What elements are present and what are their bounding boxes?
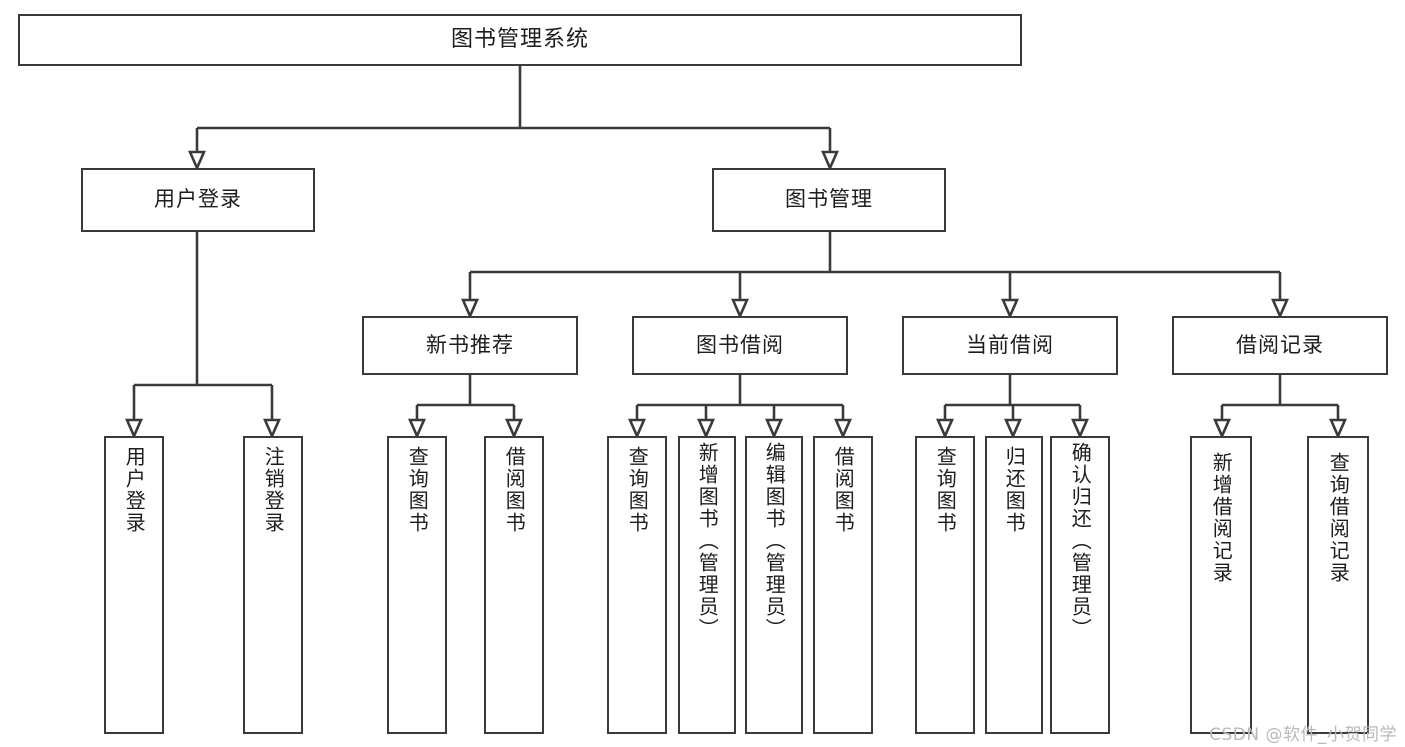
node-label: 当前借阅 <box>966 332 1054 357</box>
node-borrow-record[interactable]: 借阅记录 <box>1172 316 1388 375</box>
leaf-borrow-record-query-record[interactable]: 查询借阅记录 <box>1307 436 1369 734</box>
node-label: 查询图书 <box>405 446 430 534</box>
node-label: 查询图书 <box>625 446 650 534</box>
node-root-book-management-system[interactable]: 图书管理系统 <box>18 14 1022 66</box>
node-label: 新增借阅记录 <box>1209 452 1234 584</box>
leaf-user-login-login[interactable]: 用户登录 <box>104 436 164 734</box>
node-user-login[interactable]: 用户登录 <box>81 168 315 232</box>
node-label: 图书管理系统 <box>450 26 589 52</box>
leaf-borrow-record-add-record[interactable]: 新增借阅记录 <box>1190 436 1252 734</box>
node-label: 图书借阅 <box>696 332 784 357</box>
node-label: 查询图书 <box>933 446 958 534</box>
node-label: 新书推荐 <box>426 332 514 357</box>
node-label: 用户登录 <box>122 446 147 534</box>
node-label: 借阅图书 <box>831 446 856 534</box>
node-current-borrow[interactable]: 当前借阅 <box>902 316 1118 375</box>
leaf-new-book-query-book[interactable]: 查询图书 <box>387 436 447 734</box>
leaf-user-login-logout[interactable]: 注销登录 <box>243 436 303 734</box>
node-label: 图书管理 <box>785 187 873 212</box>
node-label: 确认归还（管理员） <box>1068 442 1093 640</box>
csdn-watermark: CSDN @软件_小贺同学 <box>1209 725 1397 745</box>
node-book-management[interactable]: 图书管理 <box>712 168 946 232</box>
leaf-new-book-borrow-book[interactable]: 借阅图书 <box>484 436 544 734</box>
node-new-book-recommend[interactable]: 新书推荐 <box>362 316 578 375</box>
leaf-current-borrow-return-book[interactable]: 归还图书 <box>985 436 1043 734</box>
leaf-current-borrow-confirm-return-admin[interactable]: 确认归还（管理员） <box>1050 436 1110 734</box>
leaf-book-borrow-add-book-admin[interactable]: 新增图书（管理员） <box>678 436 736 734</box>
node-label: 注销登录 <box>261 446 286 534</box>
node-label: 借阅记录 <box>1236 332 1324 357</box>
node-label: 归还图书 <box>1002 446 1027 534</box>
node-label: 用户登录 <box>154 187 242 212</box>
node-label: 新增图书（管理员） <box>695 442 720 640</box>
node-label: 编辑图书（管理员） <box>762 442 787 640</box>
leaf-book-borrow-edit-book-admin[interactable]: 编辑图书（管理员） <box>745 436 803 734</box>
node-book-borrow[interactable]: 图书借阅 <box>632 316 848 375</box>
node-label: 查询借阅记录 <box>1326 452 1351 584</box>
node-label: 借阅图书 <box>502 446 527 534</box>
leaf-book-borrow-borrow-book[interactable]: 借阅图书 <box>813 436 873 734</box>
leaf-book-borrow-query-book[interactable]: 查询图书 <box>607 436 667 734</box>
leaf-current-borrow-query-book[interactable]: 查询图书 <box>915 436 975 734</box>
